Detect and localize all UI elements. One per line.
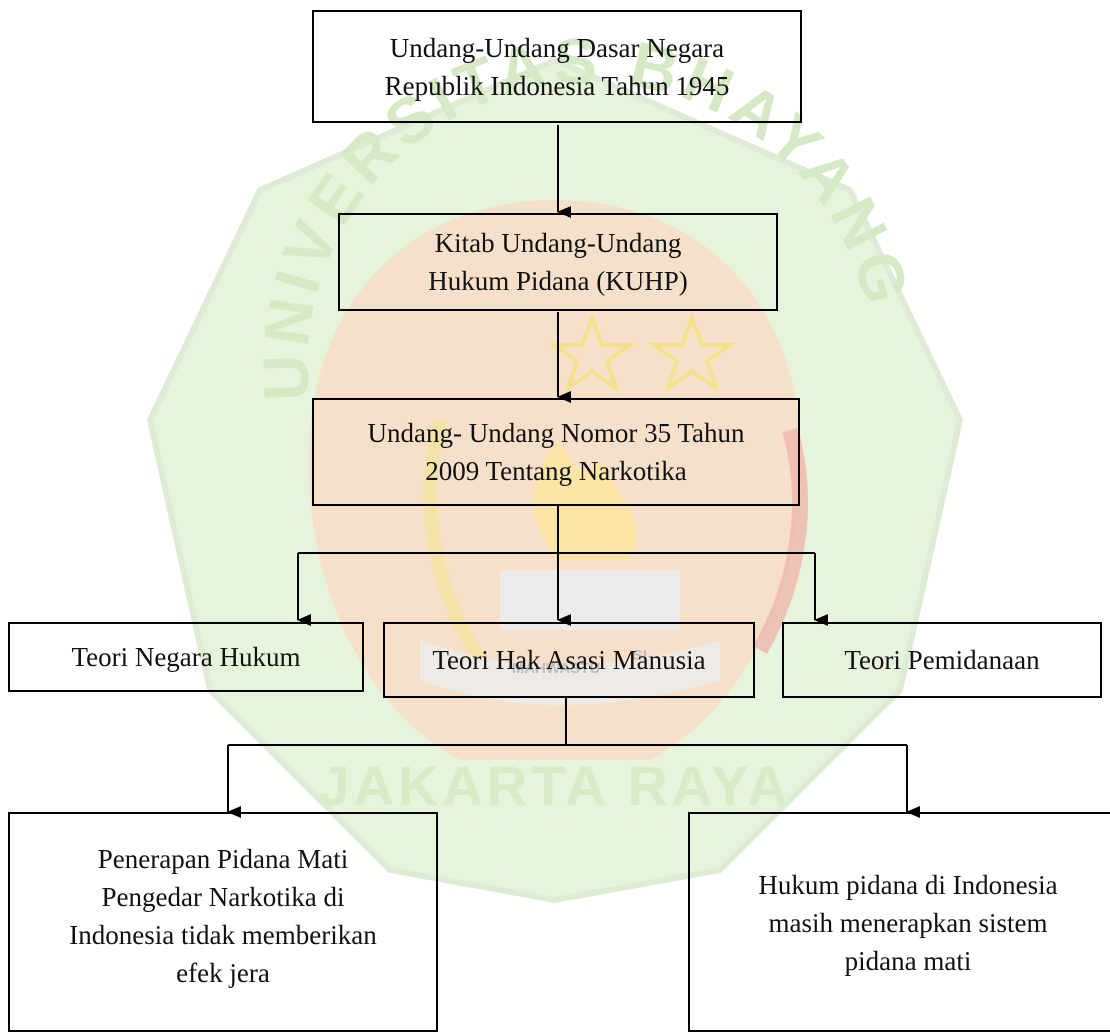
node-text-line: masih menerapkan sistem: [768, 908, 1048, 938]
node-text-line: Hukum Pidana (KUHP): [428, 266, 688, 296]
node-text-line: Undang- Undang Nomor 35 Tahun: [367, 418, 745, 448]
node-uu-narkotika: Undang- Undang Nomor 35 Tahun 2009 Tenta…: [312, 398, 800, 506]
node-teori-negara-hukum: Teori Negara Hukum: [8, 622, 364, 692]
watermark-star-right: [647, 312, 737, 394]
watermark-ribbon-text: MAHWASTU: [512, 660, 600, 677]
watermark-ribbon: [420, 640, 720, 705]
node-text-line: efek jera: [176, 958, 270, 988]
node-hukum-pidana-indonesia: Hukum pidana di Indonesia masih menerapk…: [688, 812, 1110, 1032]
node-text-line: Hukum pidana di Indonesia: [758, 870, 1058, 900]
node-teori-pemidanaan: Teori Pemidanaan: [782, 622, 1102, 698]
node-text-line: 2009 Tentang Narkotika: [425, 456, 687, 486]
node-text-line: Undang-Undang Dasar Negara: [389, 32, 725, 63]
node-text-line: pidana mati: [844, 946, 972, 976]
node-text-line: Penerapan Pidana Mati: [97, 844, 349, 874]
node-text-line: Pengedar Narkotika di: [101, 882, 345, 912]
node-penerapan-pidana-mati: Penerapan Pidana Mati Pengedar Narkotika…: [8, 812, 438, 1032]
node-kuhp: Kitab Undang-Undang Hukum Pidana (KUHP): [338, 213, 778, 311]
watermark-wheat: [423, 418, 486, 664]
node-text-line: Teori Pemidanaan: [844, 645, 1040, 675]
watermark-cotton: [753, 427, 808, 654]
node-text-line: Teori Negara Hukum: [71, 642, 301, 672]
watermark-star-left: [547, 312, 637, 394]
node-text-line: Teori Hak Asasi Manusia: [432, 645, 706, 675]
watermark-torch: [500, 570, 680, 630]
node-text-line: Republik Indonesia Tahun 1945: [384, 70, 730, 101]
watermark-bottom-text: JAKARTA RAYA: [318, 754, 791, 817]
watermark-flame: [533, 440, 637, 560]
node-uud-1945: Undang-Undang Dasar Negara Republik Indo…: [312, 10, 802, 123]
node-teori-ham: Teori Hak Asasi Manusia: [383, 622, 755, 698]
node-text-line: Indonesia tidak memberikan: [69, 920, 377, 950]
watermark-ribbon-suffix: SI: [633, 647, 647, 664]
connector-layer: [227, 125, 920, 818]
node-text-line: Kitab Undang-Undang: [434, 228, 682, 258]
